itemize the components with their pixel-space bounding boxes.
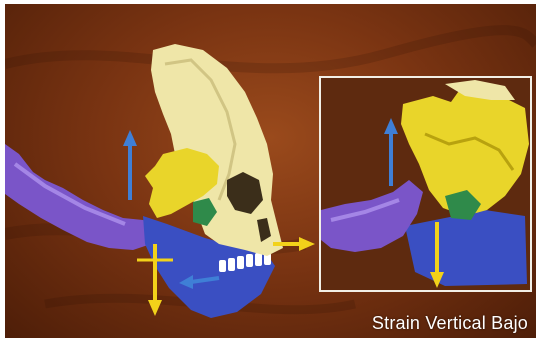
caption-label: Strain Vertical Bajo (372, 313, 528, 334)
arrow-up-blue-icon (123, 130, 137, 200)
inset-border (319, 76, 532, 292)
illustration-frame: Strain Vertical Bajo (5, 4, 536, 338)
